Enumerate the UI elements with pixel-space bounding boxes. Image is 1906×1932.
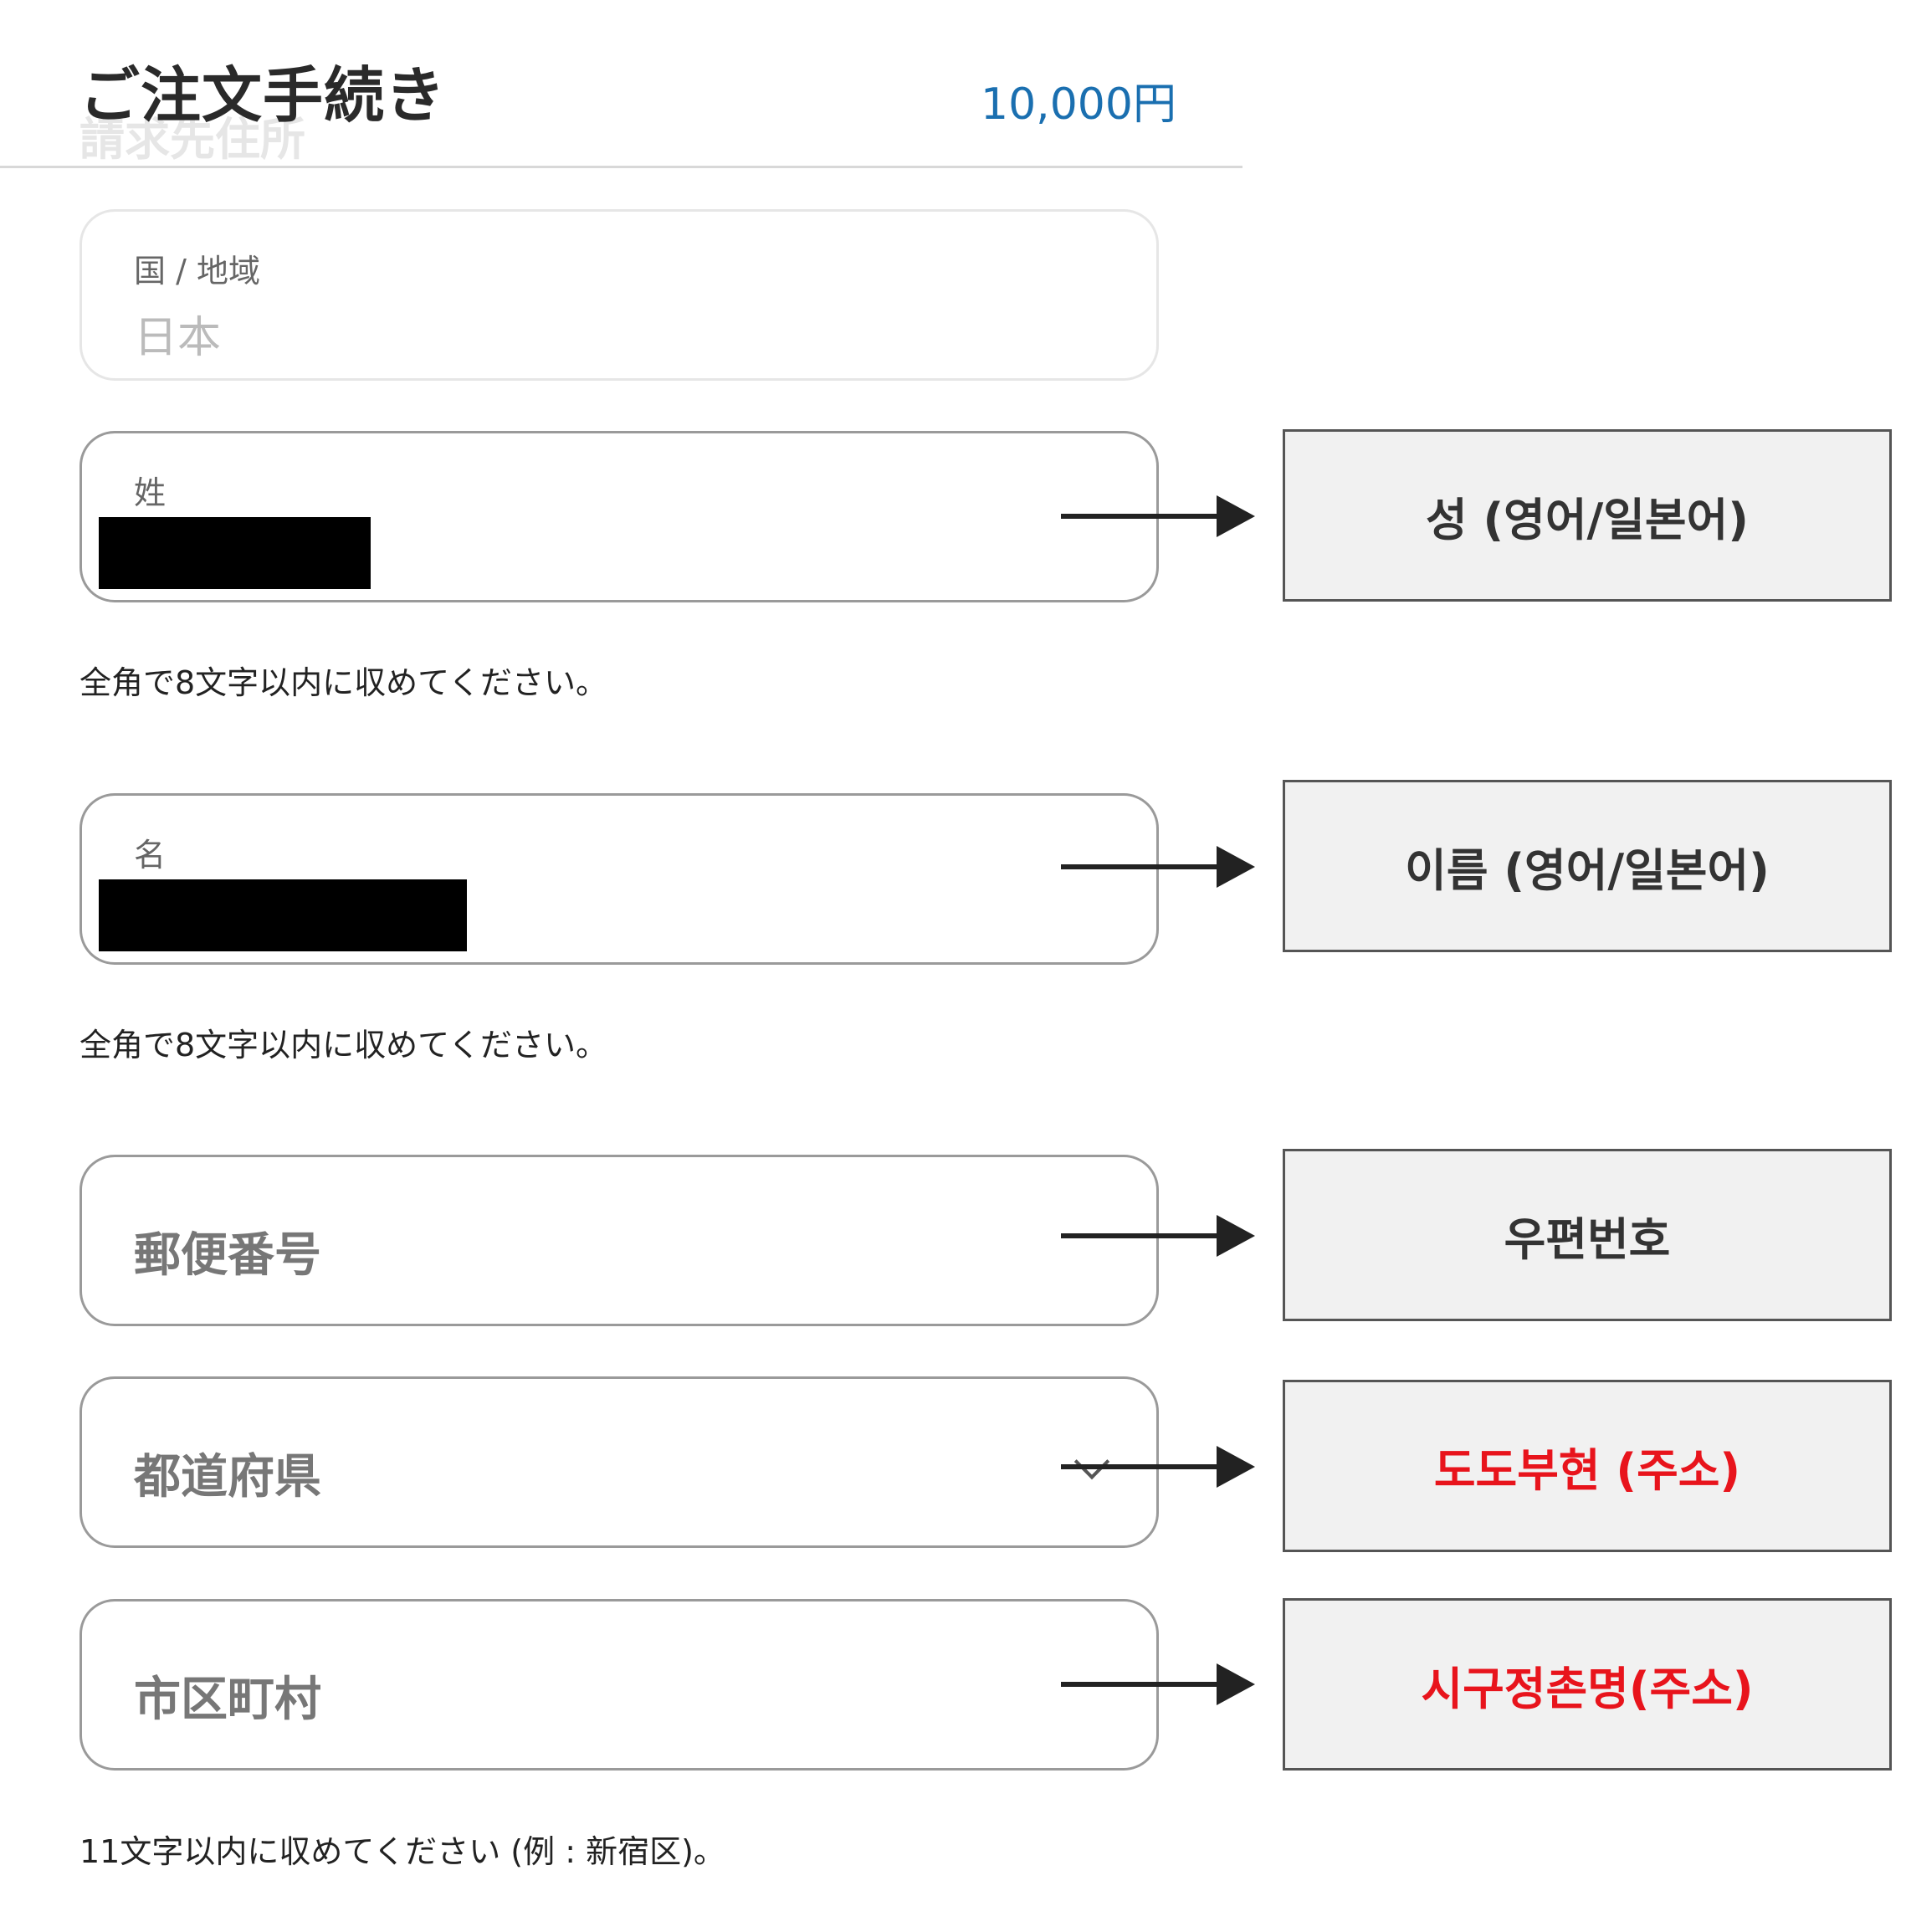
arrow-right-icon <box>1061 1663 1255 1705</box>
first-name-hint: 全角で8文字以内に収めてください。 <box>79 1027 608 1063</box>
order-total[interactable]: 10,000円 <box>981 79 1176 130</box>
last-name-field[interactable]: 姓 <box>79 431 1159 602</box>
arrow-right-icon <box>1061 1446 1255 1488</box>
prefecture-placeholder: 都道府県 <box>134 1450 321 1504</box>
last-name-label: 姓 <box>134 474 167 511</box>
country-field: 国 / 地域 日本 <box>79 209 1159 381</box>
redacted-last-name <box>99 517 371 589</box>
arrow-right-icon <box>1061 1215 1255 1257</box>
annotation-last-name: 성 (영어/일본어) <box>1283 429 1892 602</box>
arrow-right-icon <box>1061 495 1255 537</box>
country-value: 日本 <box>134 313 222 363</box>
prefecture-select[interactable]: 都道府県 <box>79 1376 1159 1548</box>
arrow-right-icon <box>1061 846 1255 888</box>
country-label: 国 / 地域 <box>134 253 260 290</box>
city-field[interactable]: 市区町村 <box>79 1599 1159 1771</box>
checkout-header: 請求先住所 ご注文手続き 10,000円 <box>0 0 1242 168</box>
postal-code-placeholder: 郵便番号 <box>134 1228 321 1283</box>
annotation-first-name: 이름 (영어/일본어) <box>1283 780 1892 952</box>
annotation-prefecture: 도도부현 (주소) <box>1283 1380 1892 1552</box>
billing-address-heading: 請求先住所 <box>79 113 305 166</box>
city-hint: 11文字以内に収めてください (例 : 新宿区)。 <box>79 1833 725 1870</box>
first-name-label: 名 <box>134 837 167 874</box>
city-placeholder: 市区町村 <box>134 1673 321 1727</box>
redacted-first-name <box>99 879 467 951</box>
last-name-hint: 全角で8文字以内に収めてください。 <box>79 664 608 701</box>
page-title: ご注文手続き <box>79 60 447 131</box>
postal-code-field[interactable]: 郵便番号 <box>79 1155 1159 1326</box>
annotation-postal-code: 우편번호 <box>1283 1149 1892 1321</box>
annotation-city: 시구정촌명(주소) <box>1283 1598 1892 1771</box>
first-name-field[interactable]: 名 <box>79 793 1159 965</box>
